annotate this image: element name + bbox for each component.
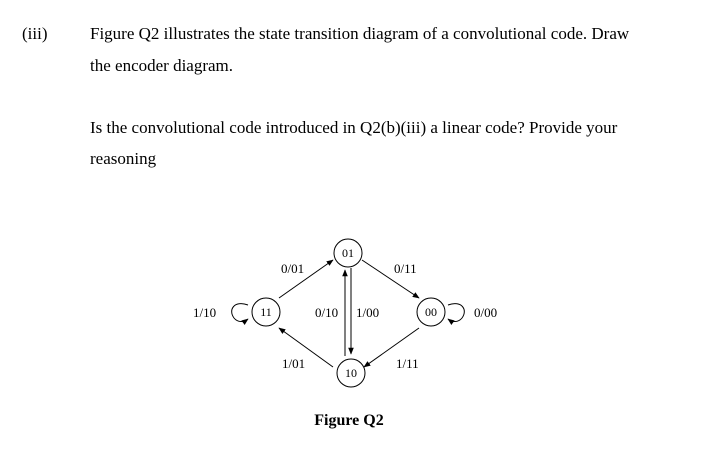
transition-label-11-self: 1/10 xyxy=(193,305,216,320)
transition-label-00-self: 0/00 xyxy=(474,305,497,320)
edge-01-to-00 xyxy=(361,259,420,299)
self-loop-11 xyxy=(231,303,249,326)
state-01-label: 01 xyxy=(342,246,354,260)
state-01-node xyxy=(333,238,363,268)
question-number: (iii) xyxy=(22,24,48,43)
state-11-label: 11 xyxy=(260,305,272,319)
transition-label-01-to-00: 0/11 xyxy=(394,261,417,276)
question-text-line-3: Is the convolutional code introduced in … xyxy=(90,118,618,137)
state-10-node xyxy=(336,358,366,388)
transition-label-01-to-10: 0/10 xyxy=(315,305,338,320)
edge-11-to-01 xyxy=(278,259,334,299)
state-00-label: 00 xyxy=(425,305,437,319)
self-loop-00 xyxy=(447,303,465,326)
edge-00-to-10 xyxy=(363,327,420,368)
figure-caption: Figure Q2 xyxy=(314,412,383,429)
state-10-label: 10 xyxy=(345,366,357,380)
state-00-node xyxy=(416,297,446,327)
transition-label-11-to-01: 0/01 xyxy=(281,261,304,276)
state-11-node xyxy=(251,297,281,327)
question-text-line-1: Figure Q2 illustrates the state transiti… xyxy=(90,24,630,43)
transition-label-10-to-01: 1/00 xyxy=(356,305,379,320)
transition-label-00-to-10: 1/11 xyxy=(396,356,419,371)
question-text-line-2: the encoder diagram. xyxy=(90,56,234,75)
question-text-line-4: reasoning xyxy=(90,149,157,168)
edge-10-to-11 xyxy=(278,327,334,368)
transition-label-10-to-11: 1/01 xyxy=(282,356,305,371)
